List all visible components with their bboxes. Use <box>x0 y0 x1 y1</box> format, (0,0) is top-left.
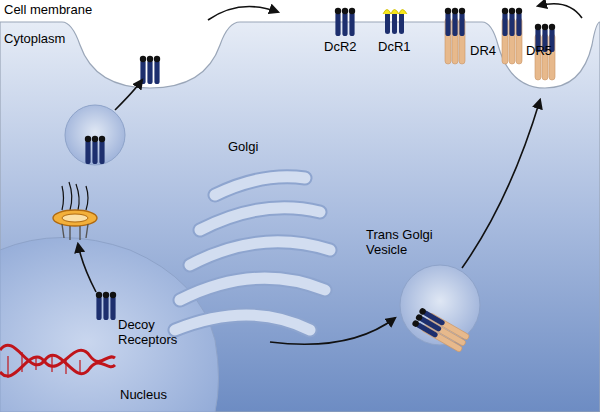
cytoplasm <box>0 22 600 412</box>
molecule-label: Decoy Receptors <box>118 318 196 348</box>
receptor-label: DR4 <box>470 44 496 59</box>
dcr1-receptor <box>383 10 407 35</box>
decoy-receptor <box>96 292 116 320</box>
decoy-receptor <box>85 136 105 164</box>
organelle-label: Nucleus <box>120 388 167 403</box>
golgi-apparatus <box>175 177 330 330</box>
receptor-label: DcR2 <box>324 40 357 55</box>
dr4-receptor <box>445 8 465 64</box>
death-receptor <box>411 307 470 353</box>
transport-arrows <box>78 4 582 345</box>
dna-strand <box>0 350 115 376</box>
vesicle <box>65 105 125 165</box>
membrane-label: Cell membrane <box>4 3 92 18</box>
receptor-label: DcR1 <box>378 40 411 55</box>
decoy-receptor <box>140 56 160 84</box>
compartment-label: Cytoplasm <box>4 32 65 47</box>
receptor-label: DR5 <box>526 44 552 59</box>
dr5-receptor <box>502 8 522 64</box>
organelle-label: Trans Golgi Vesicle <box>366 228 458 258</box>
organelle-label: Golgi <box>228 140 258 155</box>
nuclear-pore <box>53 182 97 240</box>
dcr2-receptor <box>335 8 355 36</box>
dna-rungs <box>8 352 80 378</box>
